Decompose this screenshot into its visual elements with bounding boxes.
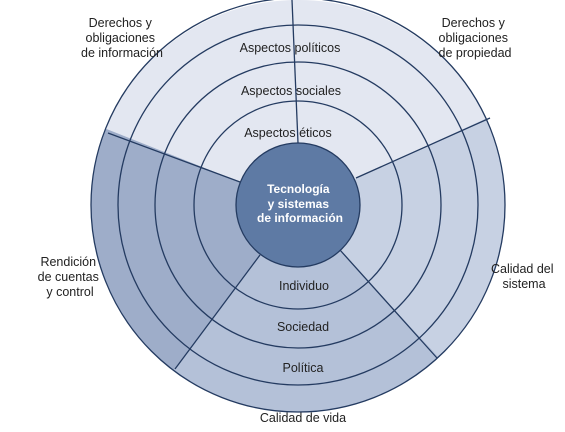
label-sociedad: Sociedad [277, 320, 329, 334]
divider-left [107, 132, 241, 183]
center-title: Tecnología y sistemas de información [257, 182, 343, 225]
dimension-rendicion: Rendición de cuentas y control [38, 255, 103, 299]
center-line-2: y sistemas [268, 197, 330, 211]
dimension-derechos-propiedad: Derechos y obligaciones de propiedad [439, 16, 512, 60]
center-line-1: Tecnología [267, 182, 330, 196]
ring-1 [193, 100, 403, 310]
ring-2 [154, 61, 442, 349]
divider-lower-left [174, 254, 261, 370]
divider-upper-right [355, 117, 491, 179]
center-hub [235, 142, 361, 268]
sector-top-left [105, 0, 298, 205]
label-aspectos-politicos: Aspectos políticos [240, 41, 341, 55]
sector-top [298, 0, 486, 205]
dimension-calidad-vida: Calidad de vida [260, 411, 346, 425]
ring-outer [90, 0, 506, 413]
center-line-3: de información [257, 211, 343, 225]
label-politica: Política [283, 361, 324, 375]
label-individuo: Individuo [279, 279, 329, 293]
label-aspectos-eticos: Aspectos éticos [244, 126, 332, 140]
dimension-derechos-informacion: Derechos y obligaciones de información [81, 16, 163, 60]
dimension-calidad-sistema: Calidad del sistema [491, 262, 557, 291]
ring-3 [117, 24, 479, 386]
divider-lower-right [339, 249, 438, 359]
label-aspectos-sociales: Aspectos sociales [241, 84, 341, 98]
divider-top [291, 0, 299, 144]
